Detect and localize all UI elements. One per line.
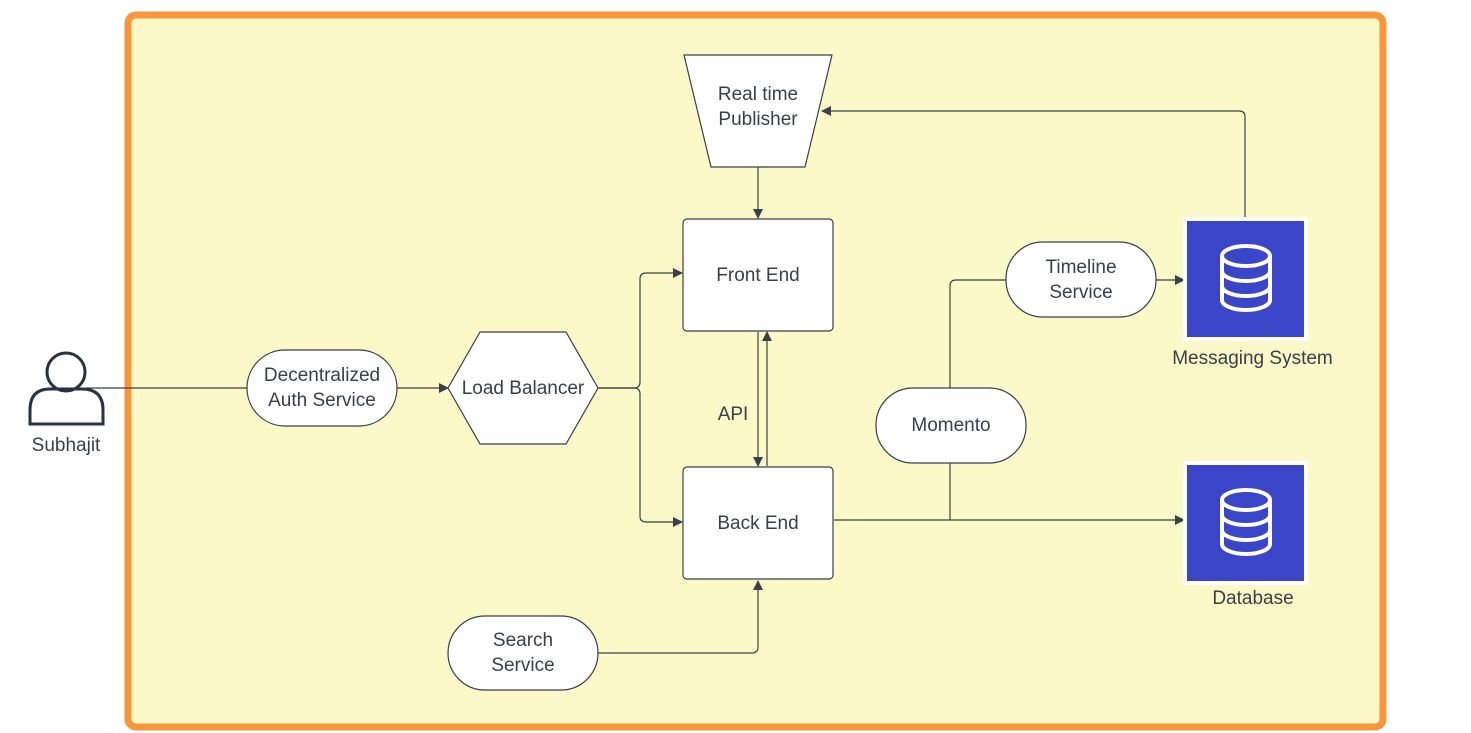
edge-momento-timeline (949, 279, 1006, 388)
person-icon (28, 351, 105, 426)
edge-search-backend (598, 580, 763, 654)
search-node-shape (447, 615, 599, 691)
edge-lb-backend (598, 387, 683, 527)
messaging-database-tile (1183, 217, 1308, 341)
lb-node-shape (447, 331, 599, 445)
frontend-node-shape (682, 218, 834, 332)
edge-lb-frontend (598, 268, 683, 389)
timeline-node-shape (1005, 241, 1157, 318)
edge-messaging-publisher (821, 106, 1246, 219)
database-icon (1220, 244, 1272, 312)
database-icon (1220, 488, 1272, 556)
publisher-node-shape (683, 54, 833, 168)
edges (86, 106, 1246, 654)
auth-node-shape (246, 349, 398, 427)
database-tile (1183, 461, 1308, 585)
diagram-frame (124, 11, 1387, 731)
momento-node-shape (875, 387, 1027, 464)
backend-node-shape (682, 466, 834, 580)
